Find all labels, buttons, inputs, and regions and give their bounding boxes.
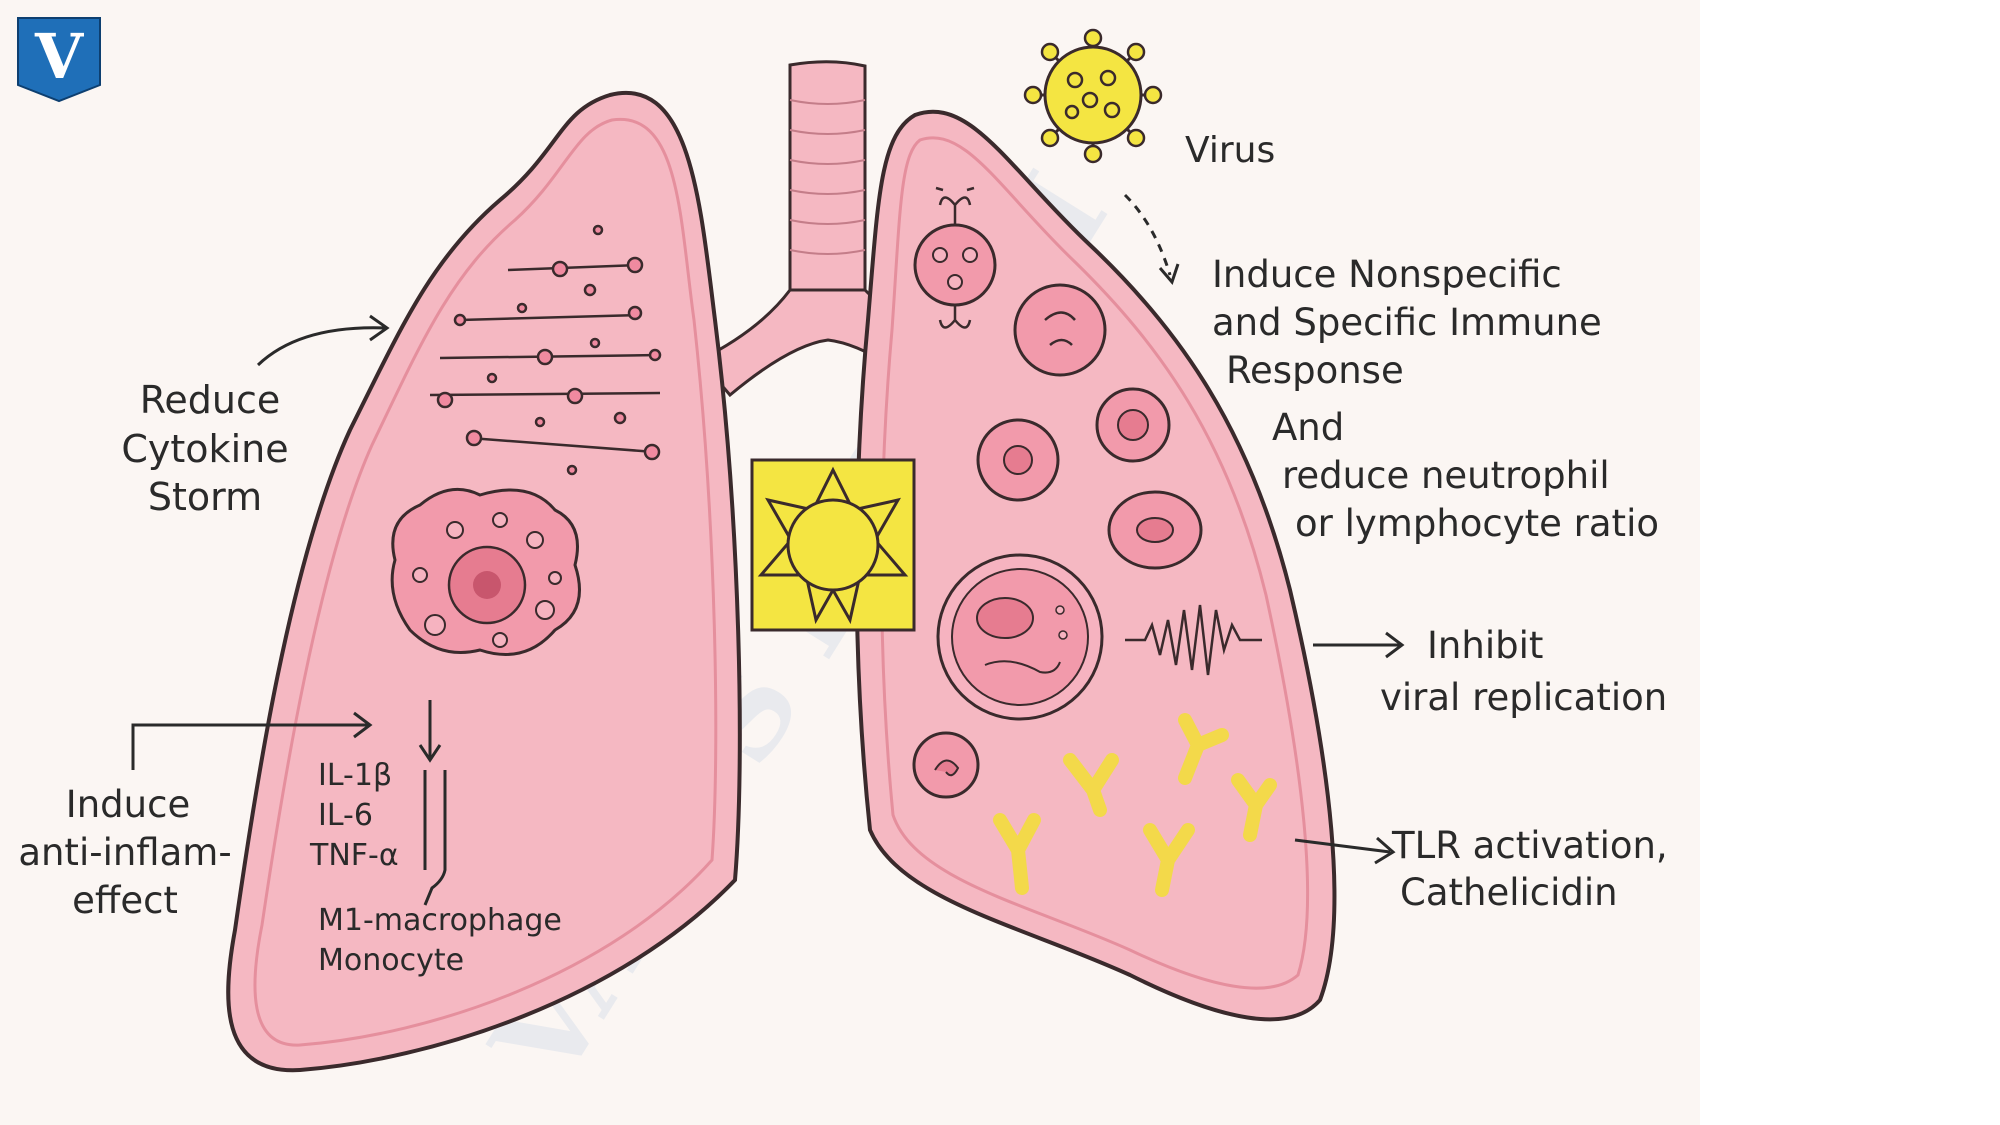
logo: V [17,17,101,103]
immune-label-line4: And [1272,406,1344,449]
il1-label: IL-1β [318,758,392,793]
sun-icon [750,458,916,632]
immune-cells [912,283,1203,799]
tlr-arrow [1294,838,1391,854]
virus-icon [1023,28,1163,164]
tlr-label-line2: Cathelicidin [1400,871,1618,914]
anti-inflam-label-line2: anti-inflam- [18,831,231,874]
immune-label-line3: Response [1226,349,1404,392]
labels: Virus Induce Nonspecific and Specific Im… [18,130,1667,978]
storm-label-line2: Cytokine [121,427,288,471]
right-lung [854,109,1337,1022]
virus-label: Virus [1185,130,1275,171]
cytokine-fibers [429,224,662,476]
storm-label-line1: Reduce [140,378,281,422]
anti-inflam-label-line3: effect [72,879,178,922]
immune-label-line5: reduce neutrophil [1282,454,1610,497]
inhibit-label-line2: viral replication [1380,676,1667,719]
immune-label-line1: Induce Nonspecific [1212,253,1562,296]
tnf-label: TNF-α [309,838,399,873]
immune-label-line2: and Specific Immune [1212,301,1602,344]
monocyte-label: Monocyte [318,943,464,978]
immune-cell-dendritic [913,186,997,329]
antibody-icons [993,713,1277,897]
logo-letter: V [34,20,84,93]
anti-inflam-arrow [131,723,368,770]
virus-arrow [1123,193,1172,276]
arrows [131,193,1405,906]
inhibit-label-line1: Inhibit [1427,624,1543,667]
cytokine-bracket [423,770,447,906]
storm-arrow [256,326,386,367]
il6-label: IL-6 [318,798,373,833]
anti-inflam-label-line1: Induce [66,783,190,826]
tlr-label-line1: TLR activation, [1391,824,1668,867]
macrophage-cell [390,487,581,656]
storm-label-line3: Storm [148,475,262,519]
m1-label: M1-macrophage [318,903,562,938]
viral-waveform [1125,604,1262,676]
immune-label-line6: or lymphocyte ratio [1295,502,1659,545]
